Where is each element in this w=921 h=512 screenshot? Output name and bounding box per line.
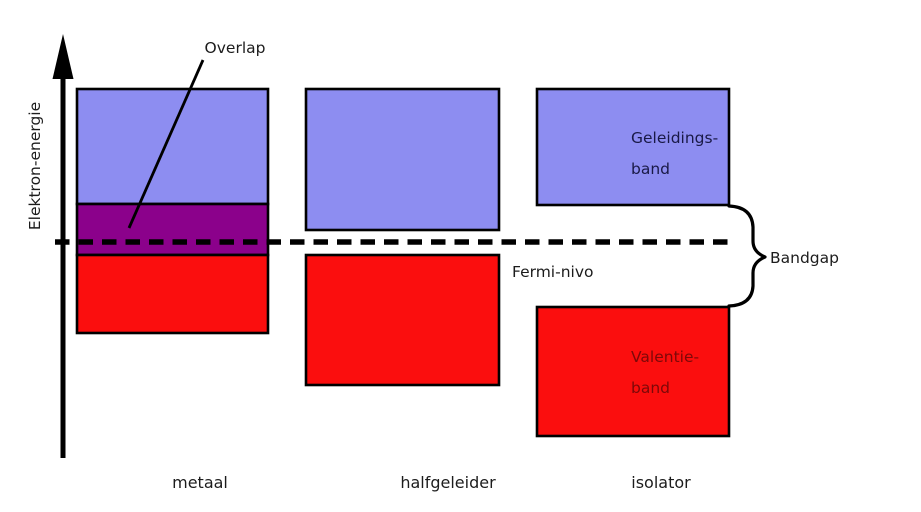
semiconductor-valence-band — [304, 253, 501, 387]
y-axis-label: Elektron-energie — [26, 102, 44, 230]
valence-band-label-line2: band — [631, 379, 670, 397]
insulator-valence-band — [535, 305, 731, 438]
column-insulator: Geleidings- band Valentie- band — [535, 87, 731, 438]
bandgap-label: Bandgap — [770, 249, 839, 267]
metal-valence-band — [75, 253, 270, 335]
fermi-level-label: Fermi-nivo — [512, 263, 594, 281]
valence-band-label-line1: Valentie- — [631, 348, 699, 366]
insulator-conduction-band — [535, 87, 731, 207]
energy-axis-arrow-icon — [52, 34, 74, 79]
column-label-insulator: isolator — [631, 473, 691, 492]
overlap-label: Overlap — [205, 39, 266, 57]
semiconductor-conduction-band — [304, 87, 501, 232]
column-label-semiconductor: halfgeleider — [400, 473, 496, 492]
overlap-leader-line — [127, 59, 205, 229]
column-label-metal: metaal — [172, 473, 228, 492]
conduction-band-label-line1: Geleidings- — [631, 129, 718, 147]
metal-conduction-band — [75, 87, 270, 206]
column-semiconductor — [304, 87, 501, 387]
column-metal — [75, 87, 270, 335]
energy-axis: Elektron-energie — [26, 34, 74, 458]
bandgap-brace — [727, 204, 767, 308]
metal-overlap-band — [75, 202, 270, 257]
conduction-band-label-line2: band — [631, 160, 670, 178]
